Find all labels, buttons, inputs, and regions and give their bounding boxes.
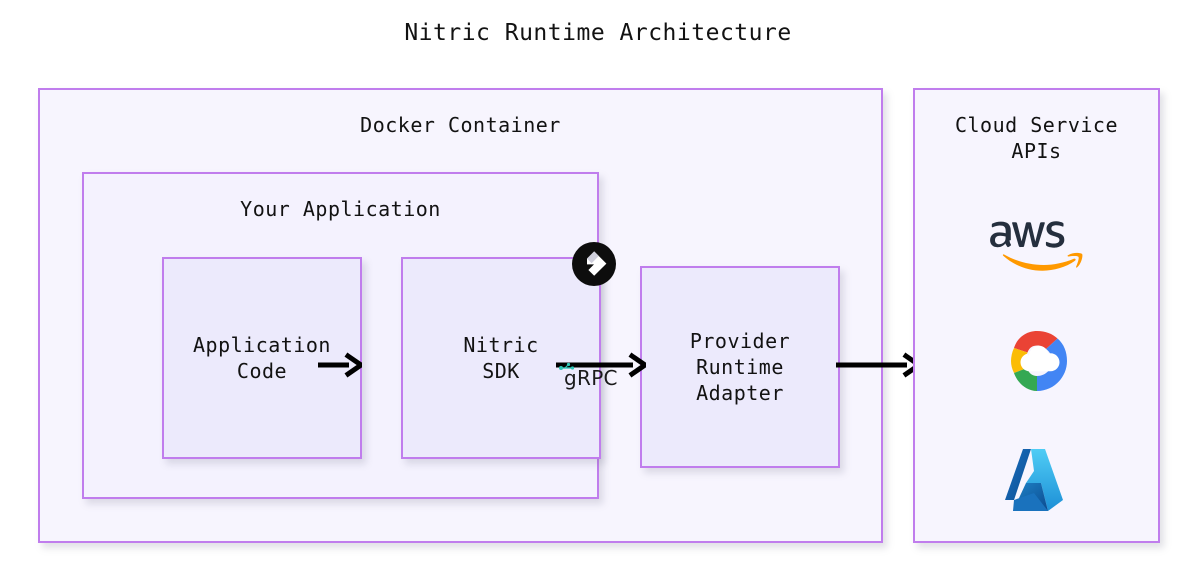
your-application-box: Your Application Application Code Nitric…	[82, 172, 616, 499]
your-application-label: Your Application	[240, 197, 441, 221]
cloud-service-apis-label: Cloud Service APIs	[954, 113, 1119, 163]
aws-logo-icon	[989, 221, 1082, 272]
provider-runtime-adapter-box: Provider Runtime Adapter	[640, 266, 840, 468]
arrow-code-to-sdk	[318, 352, 362, 378]
google-cloud-logo	[999, 328, 1075, 394]
application-code-box: Application Code	[162, 257, 362, 459]
grpc-icon	[559, 362, 575, 370]
google-cloud-logo-icon	[1010, 330, 1067, 391]
arrow-adapter-to-cloud	[836, 352, 920, 378]
nitric-sdk-label: Nitric SDK	[463, 333, 539, 383]
cloud-service-apis-box: Cloud Service APIs	[913, 88, 1160, 543]
application-code-label: Application Code	[193, 333, 331, 383]
docker-container-box: Docker Container Your Application Applic…	[38, 88, 883, 543]
provider-runtime-adapter-label: Provider Runtime Adapter	[689, 329, 791, 405]
grpc-label-text: gRPC	[564, 366, 618, 390]
azure-logo	[1001, 445, 1073, 515]
cloud-provider-logo-stack	[915, 190, 1158, 540]
page-title: Nitric Runtime Architecture	[404, 20, 792, 46]
nitric-logo-icon	[572, 242, 616, 286]
aws-logo	[989, 215, 1085, 277]
grpc-connection-label: gRPC	[559, 362, 618, 390]
nitric-sdk-box: Nitric SDK	[401, 242, 616, 459]
docker-container-label: Docker Container	[360, 113, 561, 137]
azure-logo-icon	[1004, 448, 1063, 511]
